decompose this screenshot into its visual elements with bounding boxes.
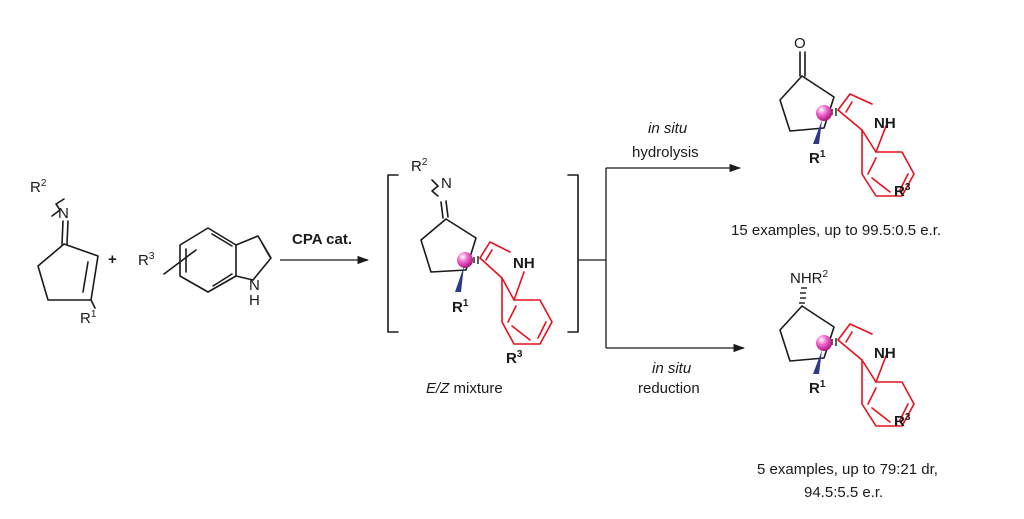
branch-connector <box>578 168 607 348</box>
product2-caption-line1: 5 examples, up to 79:21 dr, <box>757 461 938 478</box>
product2-caption-line2: 94.5:5.5 e.r. <box>804 484 883 501</box>
p1-r3-label: R3 <box>894 182 911 200</box>
p2-nh-label: NH <box>874 345 896 362</box>
reactant-cyclopentenimine: R2 N R1 <box>30 178 99 327</box>
stereocenter-sphere <box>457 252 473 268</box>
int-r1-label: R1 <box>452 298 469 316</box>
amine-label: NHR2 <box>790 269 829 287</box>
product1-stereocenter <box>816 105 832 121</box>
imine-n-label: N <box>58 205 69 222</box>
indole-n-label: N <box>249 277 260 294</box>
product1-caption: 15 examples, up to 99.5:0.5 e.r. <box>731 222 941 239</box>
bottom-condition-line2: reduction <box>638 380 700 397</box>
int-r2-label: R2 <box>411 157 428 175</box>
r1-label: R1 <box>80 309 97 327</box>
catalyst-label: CPA cat. <box>292 231 352 248</box>
p1-nh-label: NH <box>874 115 896 132</box>
intermediate-caption: E/Z mixture <box>426 380 503 397</box>
right-bracket <box>567 174 579 333</box>
r3-label: R3 <box>138 251 155 269</box>
p2-r1-label: R1 <box>809 379 826 397</box>
bottom-condition-line1: in situ <box>652 360 692 377</box>
ketone-o-label: O <box>794 35 806 52</box>
p1-r1-label: R1 <box>809 149 826 167</box>
intermediate-structure: R2 N NH R1 R3 <box>411 157 553 367</box>
plus-sign: + <box>108 251 117 268</box>
top-condition-line1: in situ <box>648 120 688 137</box>
int-imine-n-label: N <box>441 175 452 192</box>
product-amine: NHR2 NH R1 R3 <box>779 269 915 430</box>
p2-r3-label: R3 <box>894 412 911 430</box>
left-bracket <box>387 174 399 333</box>
r2-label: R2 <box>30 178 47 196</box>
product-ketone: O NH R1 R3 <box>779 35 915 200</box>
product2-stereocenter <box>816 335 832 351</box>
int-r3-label: R3 <box>506 349 523 367</box>
top-condition-line2: hydrolysis <box>632 144 699 161</box>
indole-h-label: H <box>249 292 260 309</box>
int-nh-label: NH <box>513 255 535 272</box>
reactant-indole: R3 N H <box>138 227 272 309</box>
